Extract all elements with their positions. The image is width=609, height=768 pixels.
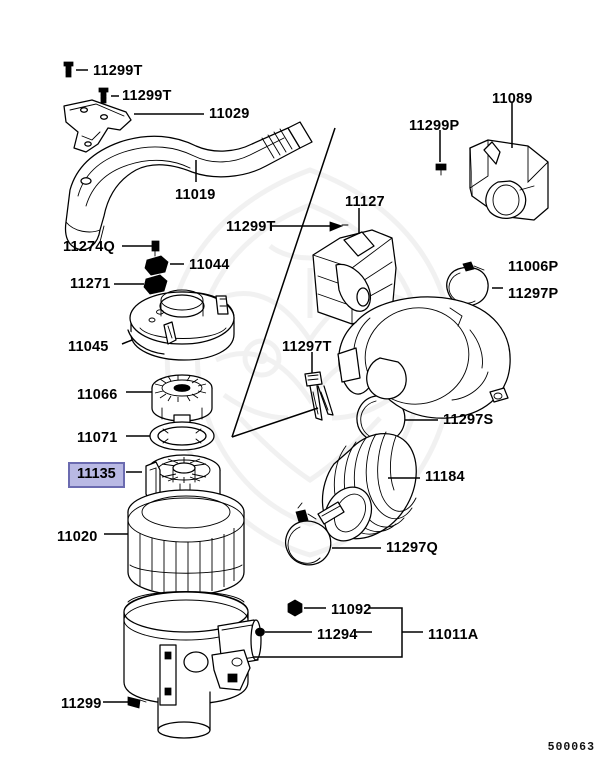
label-11066: 11066 <box>77 387 118 403</box>
bolt-11299t-upper <box>63 61 88 78</box>
part-11006p-clamp <box>446 261 503 307</box>
label-11071: 11071 <box>77 430 118 446</box>
callout-triangle <box>231 127 336 438</box>
label-11297q: 11297Q <box>386 540 438 556</box>
part-11071-gasket <box>126 421 215 451</box>
label-11297t: 11297T <box>282 339 332 355</box>
label-11297s: 11297S <box>443 412 494 428</box>
label-11020: 11020 <box>57 529 98 545</box>
label-11019: 11019 <box>175 187 216 203</box>
label-11299p: 11299P <box>409 118 460 134</box>
label-11127: 11127 <box>345 194 385 210</box>
label-11297p: 11297P <box>508 286 559 302</box>
part-11274q-clip <box>122 240 160 257</box>
part-11020-air-cleaner-body <box>104 489 262 739</box>
part-11127-air-duct <box>312 208 397 325</box>
page-code: 500063 <box>547 741 595 754</box>
label-11299t-lower: 11299T <box>122 88 172 104</box>
bolt-11299t-lower <box>98 87 119 104</box>
part-11299-bolt-bottom <box>103 696 147 709</box>
part-11066-element <box>126 374 213 424</box>
part-11029-bracket <box>63 99 204 153</box>
highlighted-part-number-11135[interactable]: 11135 <box>68 462 125 488</box>
label-11092: 11092 <box>331 602 372 618</box>
label-11271: 11271 <box>70 276 111 292</box>
part-11092-nut <box>287 599 326 617</box>
label-11089: 11089 <box>492 91 533 107</box>
label-11184: 11184 <box>425 469 465 485</box>
label-11045: 11045 <box>68 339 109 355</box>
part-11299p-screw <box>435 130 447 176</box>
part-11297t-cable-tie <box>304 352 334 421</box>
part-11089-resonator <box>469 102 549 221</box>
part-11184-air-hose <box>317 431 420 542</box>
label-11294: 11294 <box>317 627 358 643</box>
part-11044-grommet <box>144 255 184 276</box>
part-11019-intake-hose <box>64 121 313 251</box>
label-11299t-upper: 11299T <box>93 63 143 79</box>
label-11299: 11299 <box>61 696 102 712</box>
label-11011a: 11011A <box>428 627 479 643</box>
air-cleaner-drum <box>337 296 511 419</box>
label-11006p: 11006P <box>508 259 559 275</box>
part-11045-cover <box>121 289 235 361</box>
bolt-11299t-middle <box>272 221 349 232</box>
part-11297q-clamp <box>285 502 381 566</box>
label-11029: 11029 <box>209 106 250 122</box>
part-11271-grommet <box>114 274 168 295</box>
label-11274q: 11274Q <box>63 239 115 255</box>
label-11044: 11044 <box>189 257 230 273</box>
group-bracket-11011a <box>253 607 423 658</box>
label-11299t-middle: 11299T <box>226 219 276 235</box>
part-11294-pin <box>255 627 312 637</box>
